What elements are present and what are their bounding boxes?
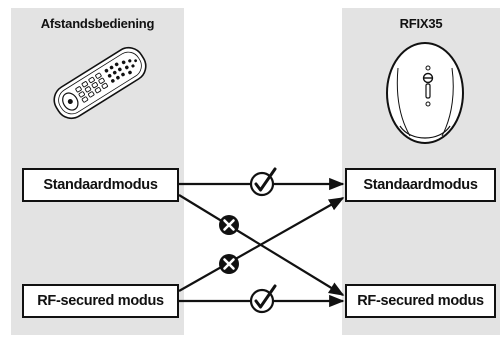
cross-mark-icon [219, 215, 239, 235]
arrow-secured-to-standard [178, 197, 345, 292]
remote-column-title: Afstandsbediening [40, 16, 155, 31]
check-mark-icon [249, 167, 277, 197]
remote-standard-mode-box: Standaardmodus [22, 168, 179, 202]
device-secured-mode-box: RF-secured modus [345, 284, 496, 318]
check-mark-icon [249, 284, 277, 314]
cross-mark-icon [219, 254, 239, 274]
remote-secured-mode-box: RF-secured modus [22, 284, 179, 318]
device-column-title: RFIX35 [399, 16, 443, 31]
device-standard-mode-box: Standaardmodus [345, 168, 496, 202]
